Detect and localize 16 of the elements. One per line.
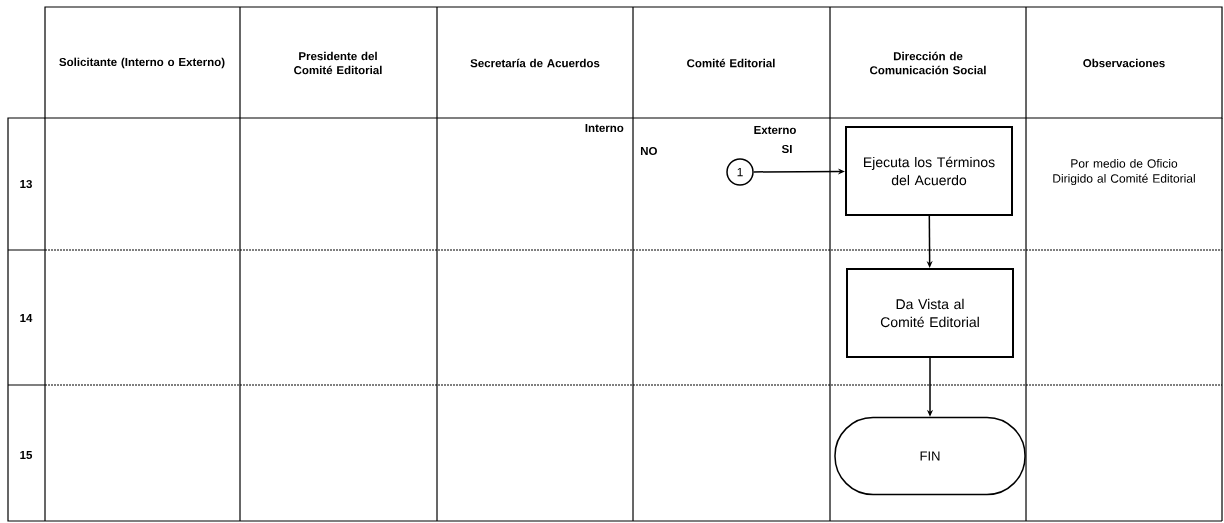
branch-label: Externo — [754, 126, 796, 134]
branch-label: NO — [640, 146, 657, 156]
column-header: Comité Editorial — [687, 58, 775, 68]
branch-label: SI — [781, 144, 792, 154]
column-header: Presidente del Comité Editorial — [294, 51, 382, 75]
branch-label: Interno — [585, 124, 624, 132]
column-header: Dirección de Comunicación Social — [870, 51, 986, 75]
column-header: Observaciones — [1083, 58, 1165, 68]
column-header: Secretaría de Acuerdos — [470, 58, 600, 68]
row-number: 14 — [20, 314, 33, 322]
process-box: Ejecuta los Términos del Acuerdo — [845, 126, 1013, 216]
column-header: Solicitante (Interno o Externo) — [59, 57, 225, 69]
row-number: 15 — [20, 451, 33, 459]
row-number: 13 — [20, 179, 32, 189]
note-text: Por medio de Oficio Dirigido al Comité Editorial — [1053, 158, 1195, 186]
process-box: Da Vista al Comité Editorial — [846, 268, 1014, 358]
